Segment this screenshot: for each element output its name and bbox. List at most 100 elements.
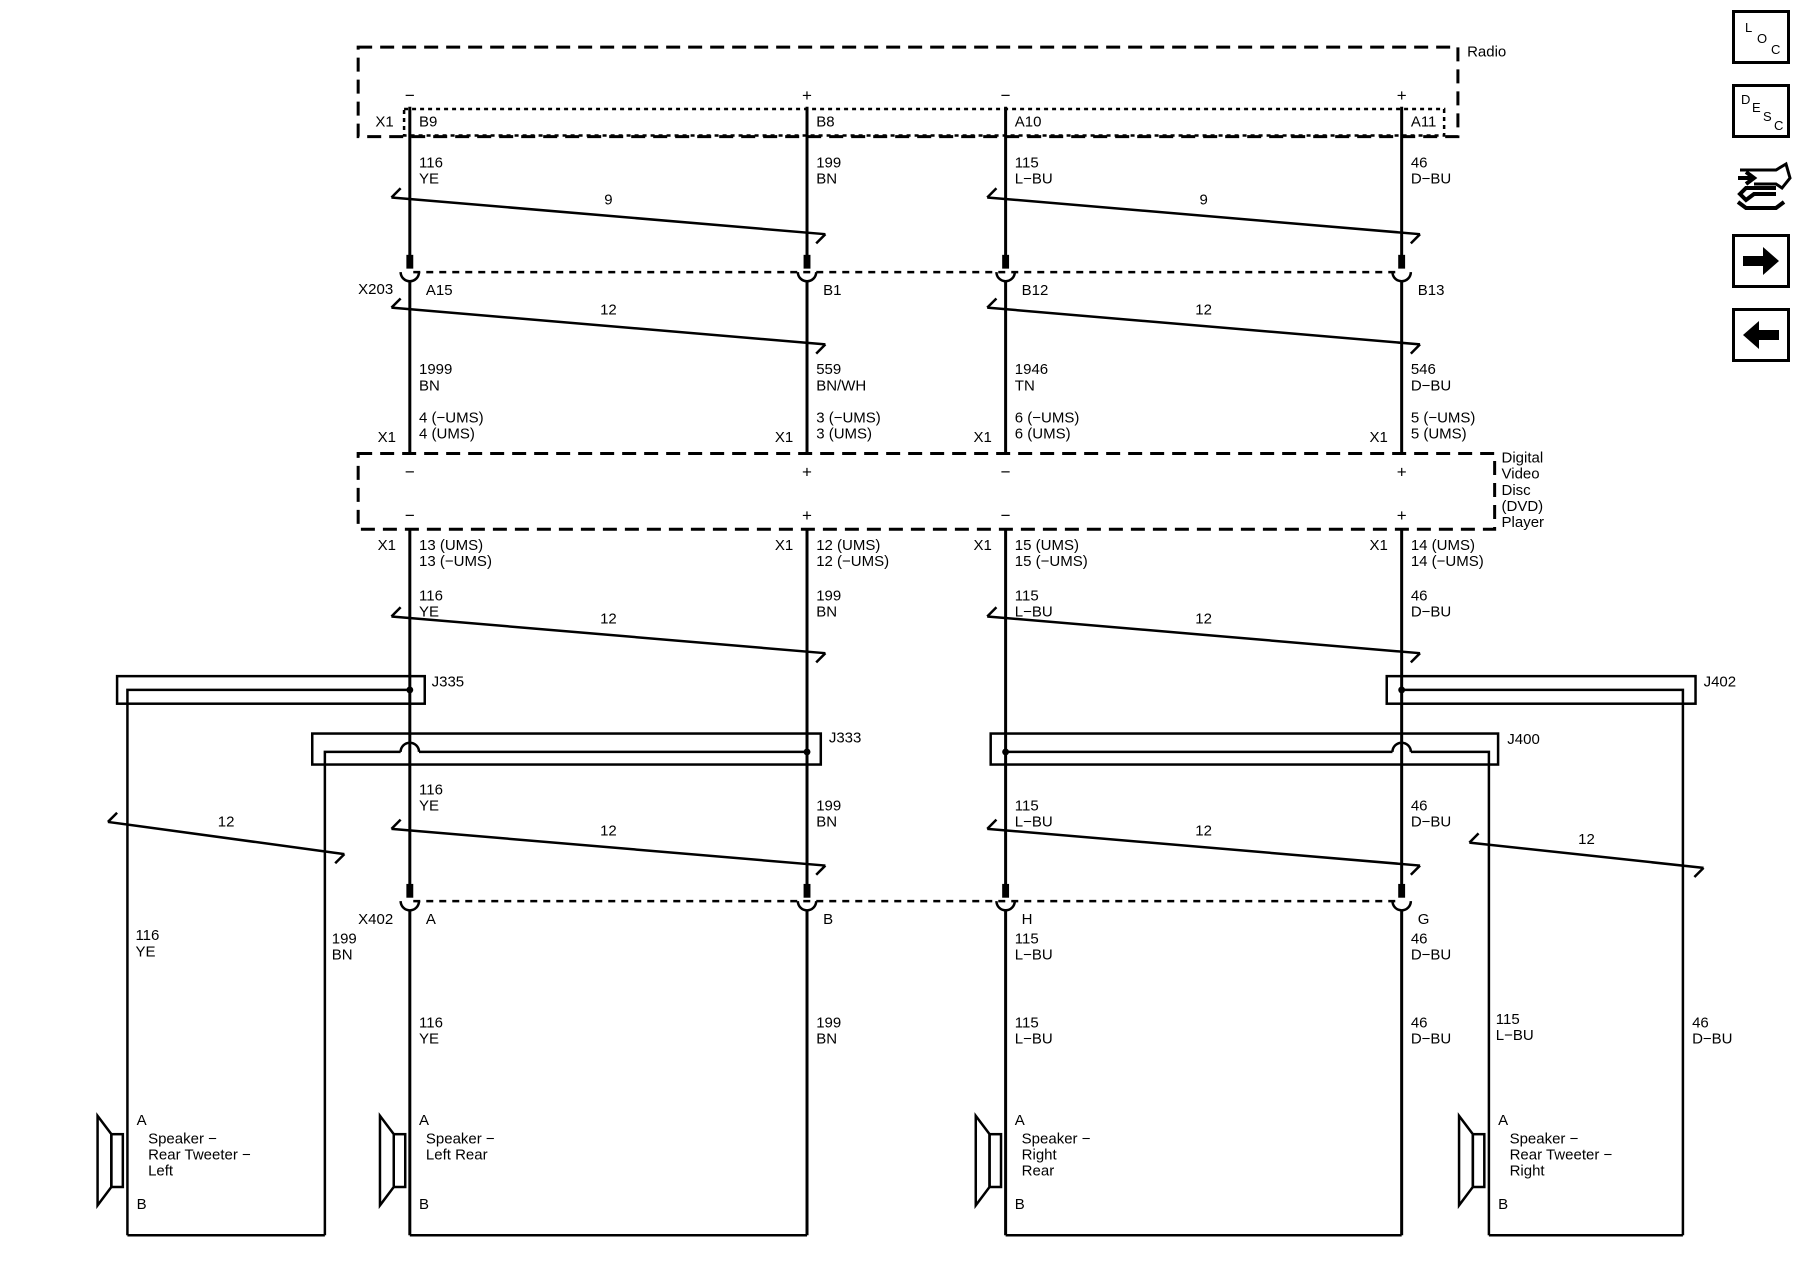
circuit-label: BN <box>816 1030 837 1047</box>
twisted-pair <box>334 853 346 865</box>
twisted-pair-count: 12 <box>600 610 617 627</box>
troubleshoot-button[interactable] <box>1732 158 1792 220</box>
twisted-pair <box>1409 864 1421 876</box>
circuit-label: 115 <box>1015 797 1039 814</box>
splice-j400 <box>989 732 1500 766</box>
circuit-label: 199 <box>816 155 841 172</box>
wire-crossover <box>399 741 421 753</box>
splice-label: J402 <box>1704 673 1737 690</box>
location-button[interactable]: L O C <box>1732 10 1790 64</box>
x402-pin: H <box>1022 911 1033 928</box>
twisted-pair-count: 12 <box>218 814 235 831</box>
speaker-rear-tweeter-right-label: Rear Tweeter − <box>1510 1146 1613 1163</box>
dvd-pin-polarity: − <box>405 506 415 525</box>
dvd-player-label: Player <box>1502 514 1545 531</box>
circuit-label: TN <box>1015 377 1035 394</box>
circuit-label: 116 <box>419 1014 443 1031</box>
circuit-label: 116 <box>419 155 443 172</box>
circuit-label: D−BU <box>1411 171 1451 188</box>
description-button[interactable]: D E S C <box>1732 84 1790 138</box>
twisted-pair <box>987 827 1421 867</box>
circuit-label: 199 <box>332 931 357 948</box>
x203-pin: B12 <box>1022 282 1049 299</box>
radio-pin: B8 <box>816 113 834 130</box>
dvd-input-pin: 5 (−UMS) <box>1411 409 1476 426</box>
circuit-label: BN/WH <box>816 377 866 394</box>
dvd-pin-polarity: + <box>1397 463 1407 482</box>
next-page-button[interactable] <box>1732 234 1790 288</box>
twisted-pair-count: 12 <box>1578 831 1595 848</box>
radio-pin-polarity: − <box>405 86 415 105</box>
circuit-label: BN <box>816 603 837 620</box>
wire-tweeter-left-a <box>126 688 410 1236</box>
circuit-label: L−BU <box>1496 1027 1534 1044</box>
speaker-left-rear-label: Speaker − <box>426 1130 495 1147</box>
twisted-pair <box>391 196 826 236</box>
wire-tweeter-right-b <box>1401 688 1685 1236</box>
dvd-input-pin: 3 (UMS) <box>816 426 872 443</box>
loc-icon-letter: C <box>1771 42 1781 57</box>
twisted-pair <box>815 343 827 355</box>
twisted-pair <box>1409 652 1421 664</box>
circuit-label: L−BU <box>1015 171 1053 188</box>
speaker-right-rear-label: Speaker − <box>1022 1130 1091 1147</box>
radio-pin: A10 <box>1015 113 1042 130</box>
dvd-input-pin: 4 (UMS) <box>419 426 475 443</box>
circuit-label: 199 <box>816 797 841 814</box>
dvd-input-pin: 5 (UMS) <box>1411 426 1467 443</box>
twisted-pair <box>390 818 402 830</box>
twisted-pair <box>1409 343 1421 355</box>
speaker-rear-tweeter-right-label: Speaker − <box>1510 1130 1579 1147</box>
splice-j335 <box>115 674 426 705</box>
dvd-connector-x1: X1 <box>378 429 396 446</box>
speaker-pin: B <box>1015 1196 1025 1213</box>
speaker-rear-tweeter-right <box>1471 1132 1486 1189</box>
dvd-output-pin: 15 (UMS) <box>1015 537 1079 554</box>
dvd-input-pin: 4 (−UMS) <box>419 409 484 426</box>
dvd-player-label: Digital <box>1502 450 1544 467</box>
twisted-pair <box>391 615 826 655</box>
speaker-left-rear-label: Left Rear <box>426 1146 488 1163</box>
x402-terminal <box>995 901 1017 912</box>
x203-terminal <box>399 271 421 283</box>
terminal <box>406 883 414 898</box>
twisted-pair <box>987 196 1421 236</box>
twisted-pair <box>390 297 402 309</box>
wire-crossover <box>1391 741 1413 753</box>
radio-label: Radio <box>1467 43 1506 60</box>
x203-pin: A15 <box>426 282 453 299</box>
x402-terminal <box>399 901 421 912</box>
radio-pin-polarity: + <box>802 86 812 105</box>
dvd-output-pin: 12 (UMS) <box>816 537 880 554</box>
circuit-label: D−BU <box>1692 1030 1732 1047</box>
terminal <box>1002 254 1010 269</box>
twisted-pair-count: 12 <box>600 823 617 840</box>
wire-tweeter-left-b <box>323 750 401 1236</box>
twisted-pair <box>986 818 998 830</box>
speaker-rear-tweeter-left-label: Left <box>148 1163 174 1180</box>
twisted-pair-count: 12 <box>600 302 617 319</box>
splice-label: J333 <box>829 730 862 747</box>
circuit-label: D−BU <box>1411 1030 1451 1047</box>
dvd-connector-x1: X1 <box>775 429 793 446</box>
splice-node <box>1002 748 1010 756</box>
circuit-label: 46 <box>1411 797 1428 814</box>
splice-label: J335 <box>432 673 465 690</box>
radio-pin: A11 <box>1411 113 1437 130</box>
circuit-label: BN <box>332 947 353 964</box>
dvd-pin-polarity: − <box>405 463 415 482</box>
twisted-pair-count: 12 <box>1195 610 1212 627</box>
circuit-label: L−BU <box>1015 603 1053 620</box>
radio-box <box>356 45 1460 139</box>
dvd-pin-polarity: + <box>802 463 812 482</box>
splice-j333 <box>310 732 823 766</box>
dvd-output-pin: 12 (−UMS) <box>816 553 889 570</box>
desc-icon-letter: E <box>1752 100 1761 115</box>
x402-pin: G <box>1418 911 1430 928</box>
twisted-pair <box>391 306 826 346</box>
speaker-pin: A <box>419 1112 429 1129</box>
dvd-connector-x1: X1 <box>1370 429 1388 446</box>
circuit-label: L−BU <box>1015 947 1053 964</box>
previous-page-button[interactable] <box>1732 308 1790 362</box>
desc-icon-letter: D <box>1741 92 1751 107</box>
